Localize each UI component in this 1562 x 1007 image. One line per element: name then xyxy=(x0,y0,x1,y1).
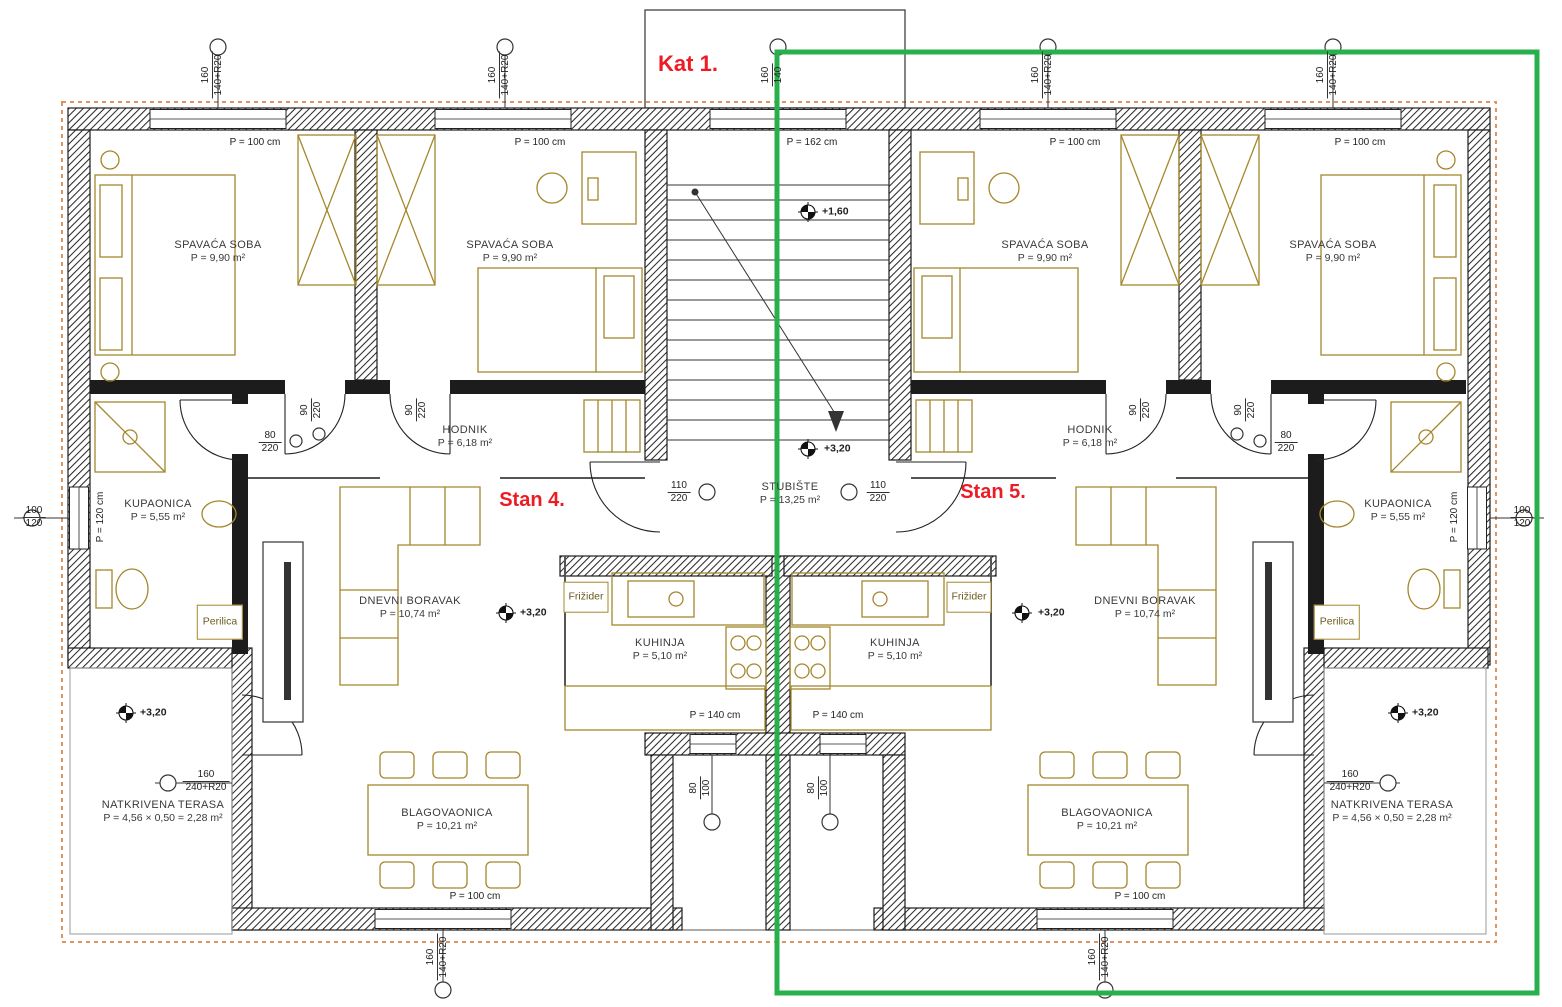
tv-units xyxy=(262,541,1294,723)
partitions xyxy=(69,477,1487,935)
walls-solid xyxy=(90,380,1466,654)
insulation-outline xyxy=(61,101,1497,943)
furniture xyxy=(94,134,1462,889)
apartment-5-highlight xyxy=(774,49,1540,996)
